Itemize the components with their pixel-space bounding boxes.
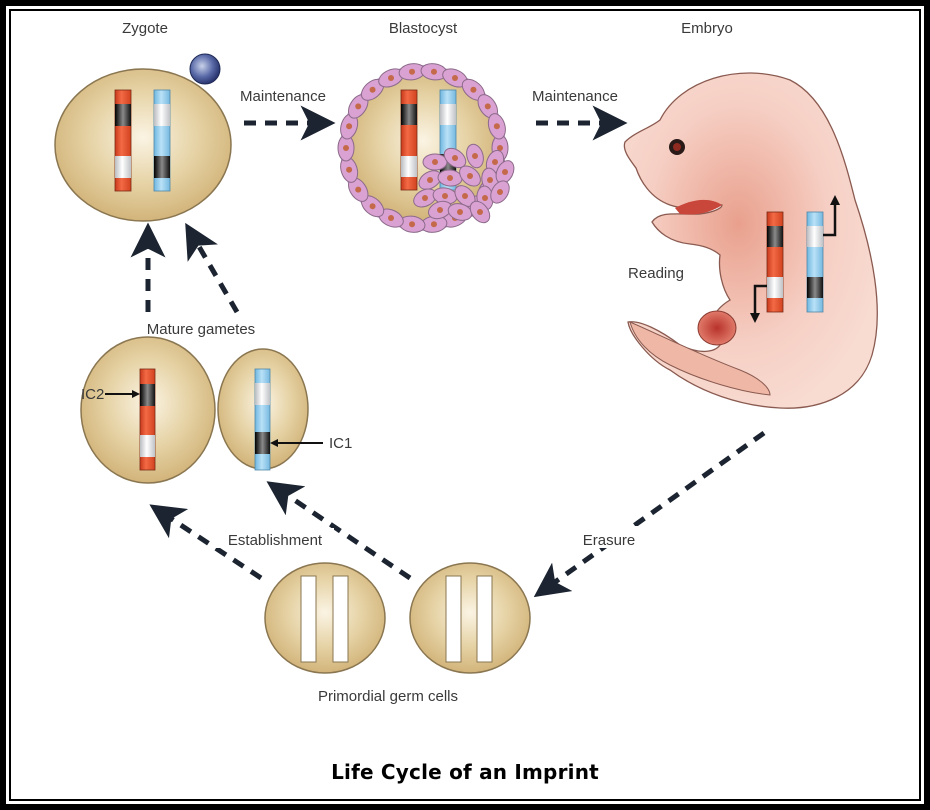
embryo — [623, 72, 878, 409]
label-zygote: Zygote — [122, 20, 168, 37]
paternal-chromosome — [806, 211, 824, 313]
primordial-germ-cell-1 — [264, 562, 386, 674]
arrow-erasure — [533, 430, 766, 598]
label-maintenance-2: Maintenance — [532, 88, 618, 105]
trophectoderm-cell — [378, 68, 404, 88]
maternal-chromosome — [766, 211, 784, 313]
trophectoderm-cell — [337, 134, 355, 162]
label-establishment: Establishment — [228, 532, 323, 549]
inner-cell-mass-cell — [447, 203, 473, 221]
maternal-chromosome — [114, 89, 132, 192]
label-mature-gametes: Mature gametes — [147, 321, 255, 338]
label-primordial-germ-cells: Primordial germ cells — [318, 688, 458, 705]
label-reading: Reading — [628, 265, 684, 282]
label-embryo: Embryo — [681, 20, 733, 37]
inner-cell-mass-cell — [459, 165, 481, 187]
inner-cell-mass-cell — [495, 160, 515, 184]
inner-cell-mass-cell — [490, 180, 510, 204]
maternal-chromosome — [400, 89, 418, 191]
oocyte — [80, 336, 216, 484]
primordial-germ-cell-2 — [409, 562, 531, 674]
figure-caption: Life Cycle of an Imprint — [331, 760, 599, 784]
inner-cell-mass-cell — [469, 200, 491, 224]
label-ic2: IC2 — [81, 386, 104, 403]
trophectoderm-cell — [347, 177, 369, 202]
expression-arrow-maternal — [750, 284, 767, 323]
trophectoderm-cell — [347, 94, 369, 119]
inner-cell-mass-cell — [443, 147, 467, 169]
inner-cell-mass — [413, 143, 515, 224]
trophectoderm-cell — [360, 78, 385, 101]
inner-cell-mass-cell — [422, 153, 448, 171]
trophectoderm-cell — [420, 215, 448, 233]
inner-cell-mass-cell — [437, 169, 463, 187]
trophectoderm-cell — [420, 63, 448, 81]
arrow-establishment-paternal — [266, 481, 412, 581]
arrow-gamete-paternal-to-zygote — [185, 222, 240, 314]
blastocyst — [337, 63, 515, 233]
paternal-chromosome — [254, 368, 271, 471]
sperm-cell — [217, 348, 309, 471]
label-blastocyst: Blastocyst — [389, 20, 458, 37]
paternal-chromosome — [153, 89, 171, 192]
embryo-limb — [629, 321, 771, 396]
inner-cell-mass-cell — [454, 185, 476, 207]
maternal-chromosome — [139, 368, 156, 471]
inner-cell-mass-cell — [466, 143, 484, 169]
zygote-cell — [54, 53, 232, 222]
embryo-liver — [697, 310, 737, 346]
trophectoderm-cell — [487, 113, 506, 140]
embryo-mouth — [675, 199, 722, 215]
label-ic1: IC1 — [329, 435, 352, 452]
trophectoderm-cell — [340, 113, 359, 140]
label-maintenance-1: Maintenance — [240, 88, 326, 105]
expression-arrow-paternal — [823, 195, 840, 237]
polar-body — [189, 53, 221, 85]
label-erasure: Erasure — [583, 532, 636, 549]
trophectoderm-cell — [378, 208, 404, 228]
